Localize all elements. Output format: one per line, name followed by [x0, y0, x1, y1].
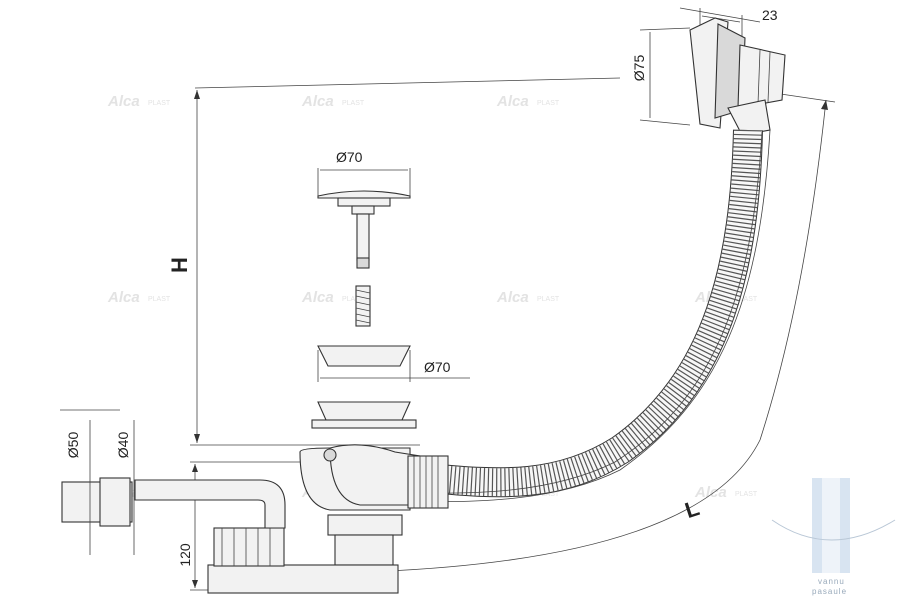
watermark-suffix: PLAST [148, 296, 171, 303]
height-dimension: H [167, 77, 621, 446]
corrugated-hose [379, 129, 771, 503]
plug-cap [317, 190, 411, 199]
extension-line [679, 7, 761, 23]
logo-arc [771, 519, 896, 541]
outlet-outer-diameter-label: Ø50 [65, 432, 81, 459]
watermark-brand: Alca [301, 289, 334, 306]
outlet-elbow [134, 479, 286, 529]
height-label: H [167, 257, 192, 273]
screw-thread [355, 289, 371, 324]
overflow-flange [737, 44, 786, 109]
hose-inner-tube [379, 129, 771, 503]
watermark-suffix: PLAST [537, 296, 560, 303]
watermark-suffix: PLAST [537, 491, 560, 498]
watermark-suffix: PLAST [537, 100, 560, 107]
watermark-suffix: PLAST [735, 296, 758, 303]
overflow-head: 23 Ø75 [631, 7, 786, 136]
watermark-suffix: PLAST [342, 100, 365, 107]
watermark-suffix: PLAST [342, 296, 365, 303]
nut-upper [327, 514, 403, 536]
watermark-brand: Alca [496, 289, 529, 306]
waste-cap-assembly: Ø70 [311, 345, 470, 429]
trap-body [134, 444, 449, 594]
plug-collar [337, 197, 391, 207]
arrow-head [192, 580, 198, 588]
trap-screw [323, 448, 337, 462]
spring-screw [355, 285, 371, 327]
corner-logo: vannu pasaule [771, 478, 896, 596]
logo-line2: pasaule [812, 587, 847, 596]
overflow-diameter-label: Ø75 [631, 55, 647, 82]
length-dimension-line [364, 99, 827, 573]
watermark-brand: Alca [496, 93, 529, 110]
arrow-head [194, 434, 200, 443]
trap-height-label: 120 [177, 543, 193, 567]
coupling-ribs [413, 456, 439, 508]
hose-ribs [428, 129, 762, 497]
watermark-suffix: PLAST [735, 491, 758, 498]
trap-neck [334, 534, 394, 566]
trap-housing [329, 444, 421, 506]
plug-diameter-label: Ø70 [336, 149, 363, 165]
extension-line [639, 119, 691, 126]
overflow-detail [757, 49, 761, 105]
plug-neck [351, 205, 375, 215]
watermark: Alca PLAST [694, 484, 758, 501]
logo-bar-highlight [822, 478, 840, 573]
watermark: Alca PLAST [301, 93, 365, 110]
waste-flange-ring [317, 401, 411, 421]
waste-cap-upper [317, 345, 411, 367]
plug-stem [356, 213, 370, 261]
hose-coupling [407, 455, 449, 509]
outlet-nut [213, 527, 285, 567]
outlet-pipe: Ø50 Ø40 [60, 409, 135, 555]
watermark: Alca PLAST [496, 93, 560, 110]
watermark-brand: Alca [694, 484, 727, 501]
watermark: Alca PLAST [107, 289, 171, 306]
outlet-inner-diameter-label: Ø40 [115, 432, 131, 459]
arrow-head [194, 90, 200, 99]
plug-assembly: Ø70 [317, 149, 411, 327]
trap-base [207, 564, 399, 594]
watermark-brand: Alca [301, 93, 334, 110]
waste-diameter-label: Ø70 [424, 359, 451, 375]
plug-stem-tip [356, 257, 370, 269]
watermark: Alca PLAST [301, 289, 365, 306]
nut-ribs [221, 528, 271, 566]
waste-gasket [311, 419, 417, 429]
hose-inner-tube [379, 131, 763, 494]
arrow-head [821, 100, 828, 110]
overflow-detail [767, 51, 771, 103]
height-top-extension [194, 77, 621, 89]
watermark-brand: Alca [107, 93, 140, 110]
overflow-width-line [701, 15, 741, 23]
watermark: Alca PLAST [107, 93, 171, 110]
outlet-pipe-collar [99, 477, 131, 527]
hose-outline [428, 129, 763, 498]
extension-line [639, 27, 691, 31]
watermark: Alca PLAST [496, 289, 560, 306]
watermarks: Alca PLAST Alca PLAST Alca PLAST Alca PL… [107, 93, 758, 501]
overflow-width-label: 23 [762, 7, 778, 23]
arrow-head [192, 464, 198, 472]
hose-fill [428, 129, 762, 497]
watermark-brand: Alca [107, 289, 140, 306]
logo-line1: vannu [818, 577, 845, 586]
watermark-suffix: PLAST [148, 100, 171, 107]
